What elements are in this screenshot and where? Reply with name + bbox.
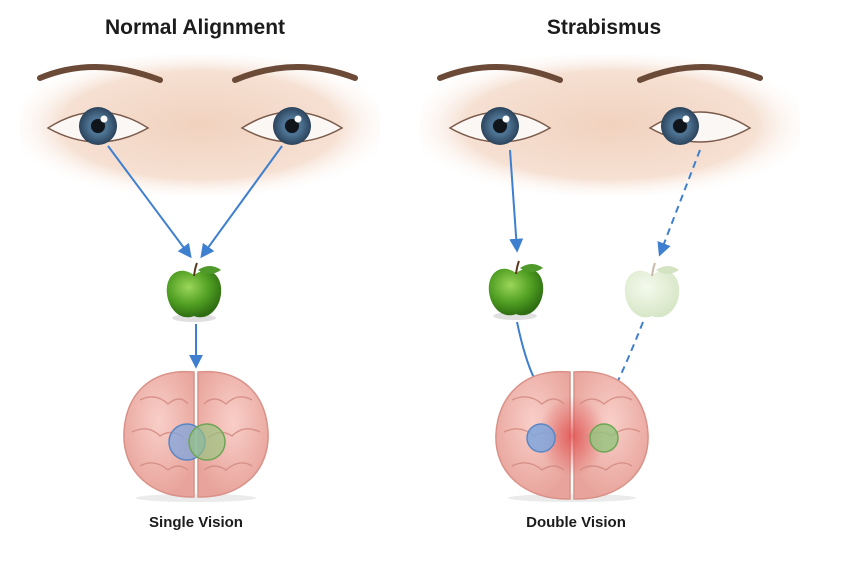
apple-icon: [488, 260, 544, 320]
skin-band: [20, 55, 380, 195]
apple-icon: [166, 262, 222, 322]
left-eye-image-circle: [526, 423, 556, 453]
right-eye-image-circle: [188, 423, 226, 461]
normal-eyes: [20, 55, 380, 195]
eye-icon: [37, 64, 163, 145]
right-eye-image-circle: [589, 423, 619, 453]
eye-to-apple-arrow: [509, 149, 524, 253]
strabismus-eyes: [420, 55, 800, 195]
skin-band: [420, 55, 800, 195]
eye-icon: [437, 64, 563, 145]
panel-title-normal: Normal Alignment: [104, 16, 286, 39]
brain-icon: [495, 370, 649, 502]
eye-icon: [232, 64, 358, 145]
normal-arrows: [107, 145, 283, 369]
eye-to-apple-arrow: [107, 145, 192, 259]
conflict-glow: [538, 396, 606, 476]
caption-single-vision: Single Vision: [149, 514, 243, 531]
eye-to-apple-arrow: [200, 145, 283, 259]
deviated-eye-arrow: [657, 149, 701, 257]
ghost-apple-icon: [624, 262, 680, 318]
brain-icon: [123, 370, 269, 502]
eye-icon: [637, 64, 763, 145]
caption-double-vision: Double Vision: [526, 514, 626, 531]
panel-title-strabismus: Strabismus: [546, 16, 662, 39]
